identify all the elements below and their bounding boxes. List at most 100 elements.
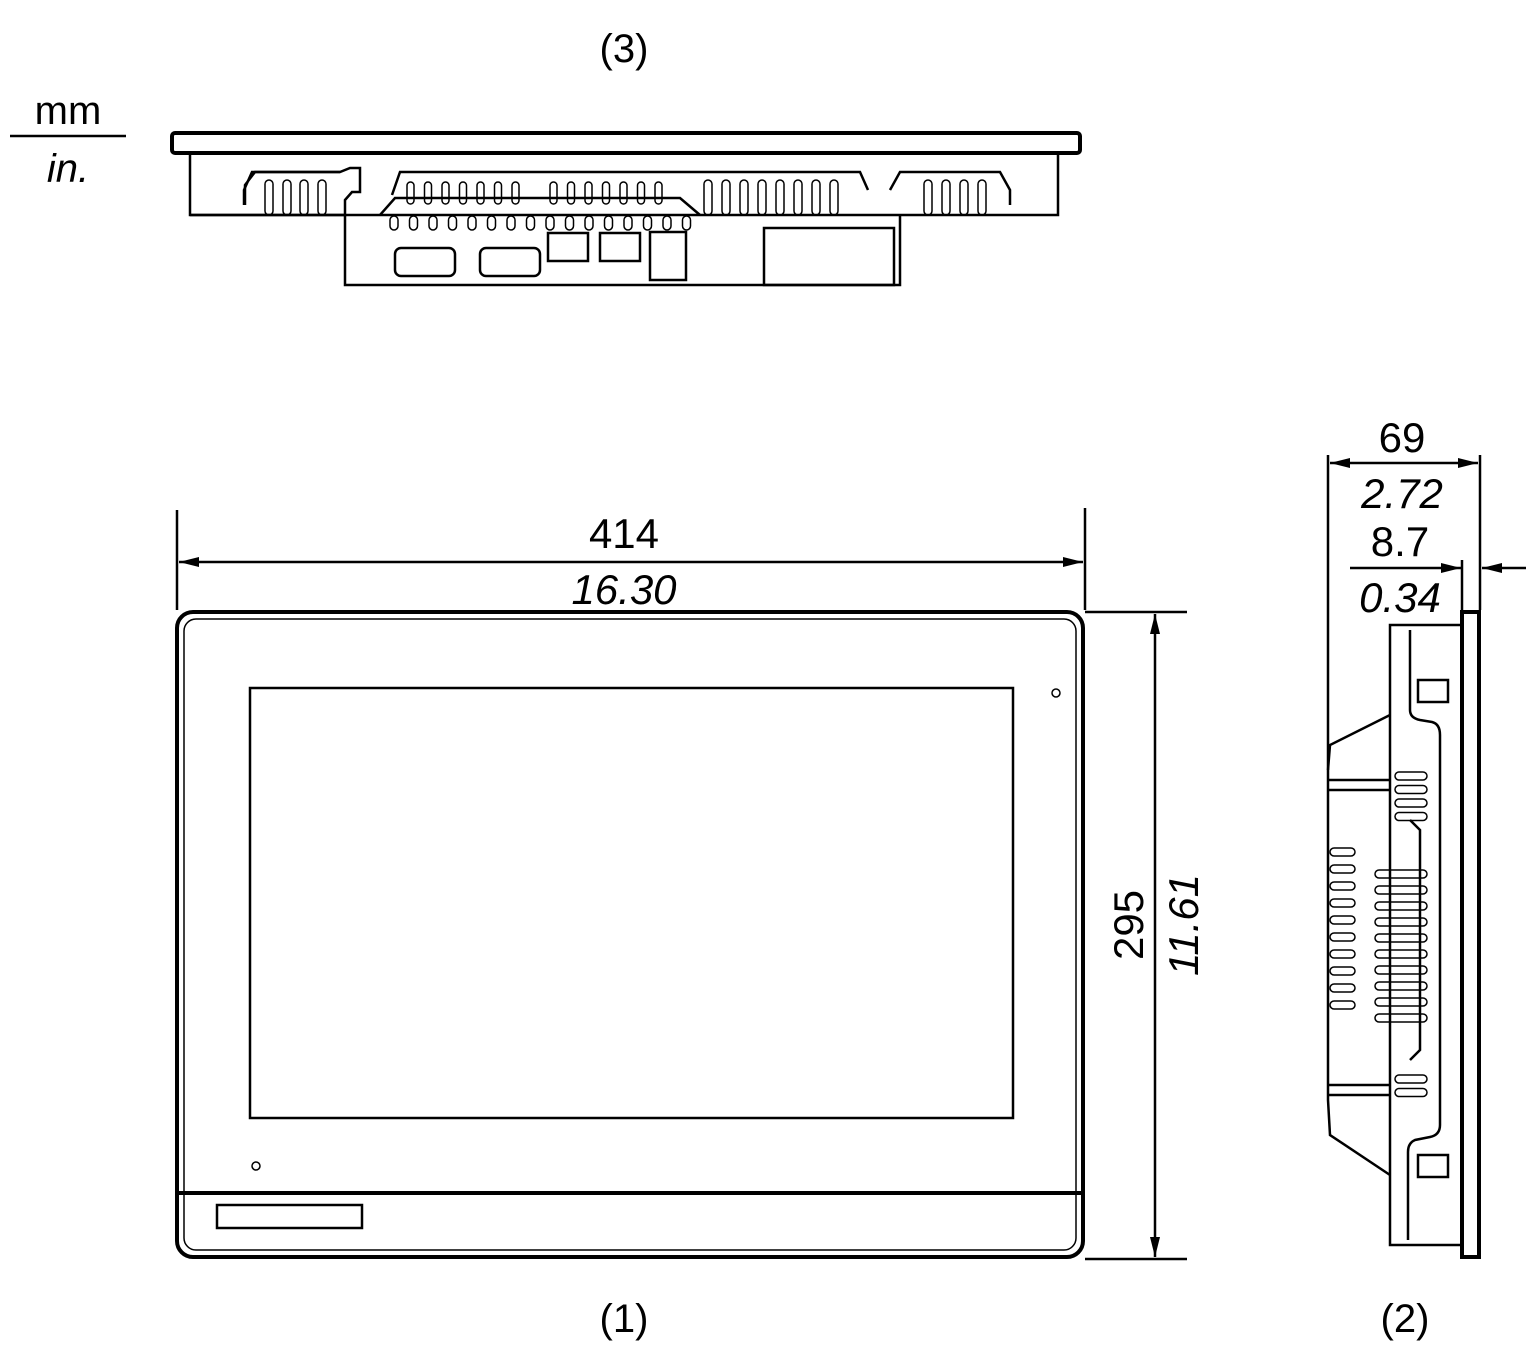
cooling-fin <box>1374 917 1428 927</box>
top-flange <box>170 131 1082 155</box>
label-top-view: (3) <box>600 27 649 71</box>
cooling-fin <box>1374 869 1428 879</box>
cooling-fin <box>1329 864 1356 874</box>
cooling-fin <box>775 179 785 216</box>
cooling-fin <box>619 181 628 205</box>
vent-slot <box>584 215 594 231</box>
cooling-fin <box>458 181 468 205</box>
cooling-fin <box>1394 771 1428 781</box>
serial-port-1 <box>393 246 457 278</box>
depth-mm: 69 <box>1379 414 1426 461</box>
side-rear-lines <box>1328 778 1390 1097</box>
cooling-fin <box>1374 965 1428 975</box>
width-mm: 414 <box>589 510 659 557</box>
cooling-fin <box>549 181 558 205</box>
height-mm: 295 <box>1105 890 1152 960</box>
cooling-fin <box>959 179 969 216</box>
cooling-fin <box>282 179 292 216</box>
bezel-in: 0.34 <box>1359 574 1441 621</box>
display-area <box>248 686 1015 1120</box>
vent-slot <box>642 215 653 231</box>
top-body-contour <box>243 170 1012 205</box>
label-front-view: (1) <box>600 1297 649 1341</box>
front-bezel-inner <box>183 618 1077 1251</box>
vent-slot <box>623 215 633 231</box>
cooling-fin <box>757 179 767 216</box>
sensor-dot <box>251 1161 261 1171</box>
side-view-drawing <box>1326 610 1481 1259</box>
bezel-dimension: 8.7 0.34 <box>1350 518 1526 621</box>
cooling-fin <box>739 179 749 216</box>
cooling-fin <box>1329 966 1356 976</box>
cooling-fin <box>636 181 646 205</box>
cooling-fin <box>1329 898 1356 908</box>
cooling-fin <box>299 179 309 216</box>
vent-slot <box>506 215 516 231</box>
cooling-fin <box>406 181 415 205</box>
cooling-fin <box>1374 949 1428 959</box>
side-body-contour <box>1406 630 1442 1240</box>
cooling-fin <box>1394 1087 1428 1098</box>
side-clip-bottom <box>1416 1153 1450 1179</box>
cooling-fin <box>493 181 503 205</box>
cooling-fin <box>1394 1074 1428 1084</box>
cooling-fin <box>423 181 433 205</box>
depth-dimension: 69 2.72 <box>1326 414 1482 770</box>
side-module-edge <box>1409 819 1422 1061</box>
depth-in: 2.72 <box>1360 470 1443 517</box>
height-dimension: 295 11.61 <box>1085 610 1207 1261</box>
vent-slot <box>408 215 419 231</box>
side-rear-housing <box>1326 713 1391 1177</box>
vent-slot <box>428 215 438 231</box>
top-body-left <box>188 153 362 217</box>
cooling-fin <box>941 179 951 216</box>
cooling-fin <box>654 181 663 205</box>
ethernet-port-1 <box>546 231 590 263</box>
cooling-fin <box>1394 784 1428 795</box>
bezel-mm: 8.7 <box>1371 518 1429 565</box>
cooling-fin <box>584 181 593 205</box>
top-body-base <box>190 153 1060 217</box>
cooling-fin <box>721 179 731 216</box>
units-legend: mm in. <box>10 89 126 191</box>
unit-mm: mm <box>35 89 102 133</box>
cooling-fin <box>703 179 713 216</box>
cooling-fin <box>829 179 839 216</box>
cooling-fin <box>441 181 450 205</box>
cooling-fin <box>811 179 821 216</box>
vent-slot <box>525 215 536 231</box>
cooling-fin <box>1329 915 1356 925</box>
vent-slot <box>603 215 614 231</box>
width-in: 16.30 <box>571 566 677 613</box>
usb-ports <box>648 230 688 282</box>
vent-slot <box>564 215 575 231</box>
unit-in: in. <box>47 147 89 191</box>
cooling-fin <box>923 179 933 216</box>
width-dimension: 414 16.30 <box>175 508 1087 613</box>
cooling-fin <box>1374 885 1428 895</box>
cooling-fin <box>1329 932 1356 942</box>
cooling-fin <box>1329 949 1356 959</box>
cooling-fin <box>977 179 987 216</box>
vent-slot <box>486 215 497 231</box>
top-side-block <box>762 226 896 287</box>
ethernet-port-2 <box>598 231 642 263</box>
cooling-fin <box>264 179 274 216</box>
vent-slot <box>389 215 399 231</box>
side-body <box>1388 623 1462 1247</box>
cooling-fin <box>1329 983 1356 993</box>
cooling-fin <box>317 179 327 216</box>
cooling-fin <box>601 181 611 205</box>
serial-port-2 <box>478 246 542 278</box>
cooling-fin <box>793 179 803 216</box>
vent-slot <box>662 215 672 231</box>
label-side-view: (2) <box>1381 1297 1430 1341</box>
side-bezel <box>1460 610 1481 1259</box>
cooling-fin <box>1329 847 1356 857</box>
cooling-fin <box>1374 997 1428 1007</box>
cooling-fin <box>1374 933 1428 943</box>
front-bezel <box>175 610 1085 1259</box>
cooling-fin <box>1394 811 1428 822</box>
vent-slot <box>681 215 692 231</box>
